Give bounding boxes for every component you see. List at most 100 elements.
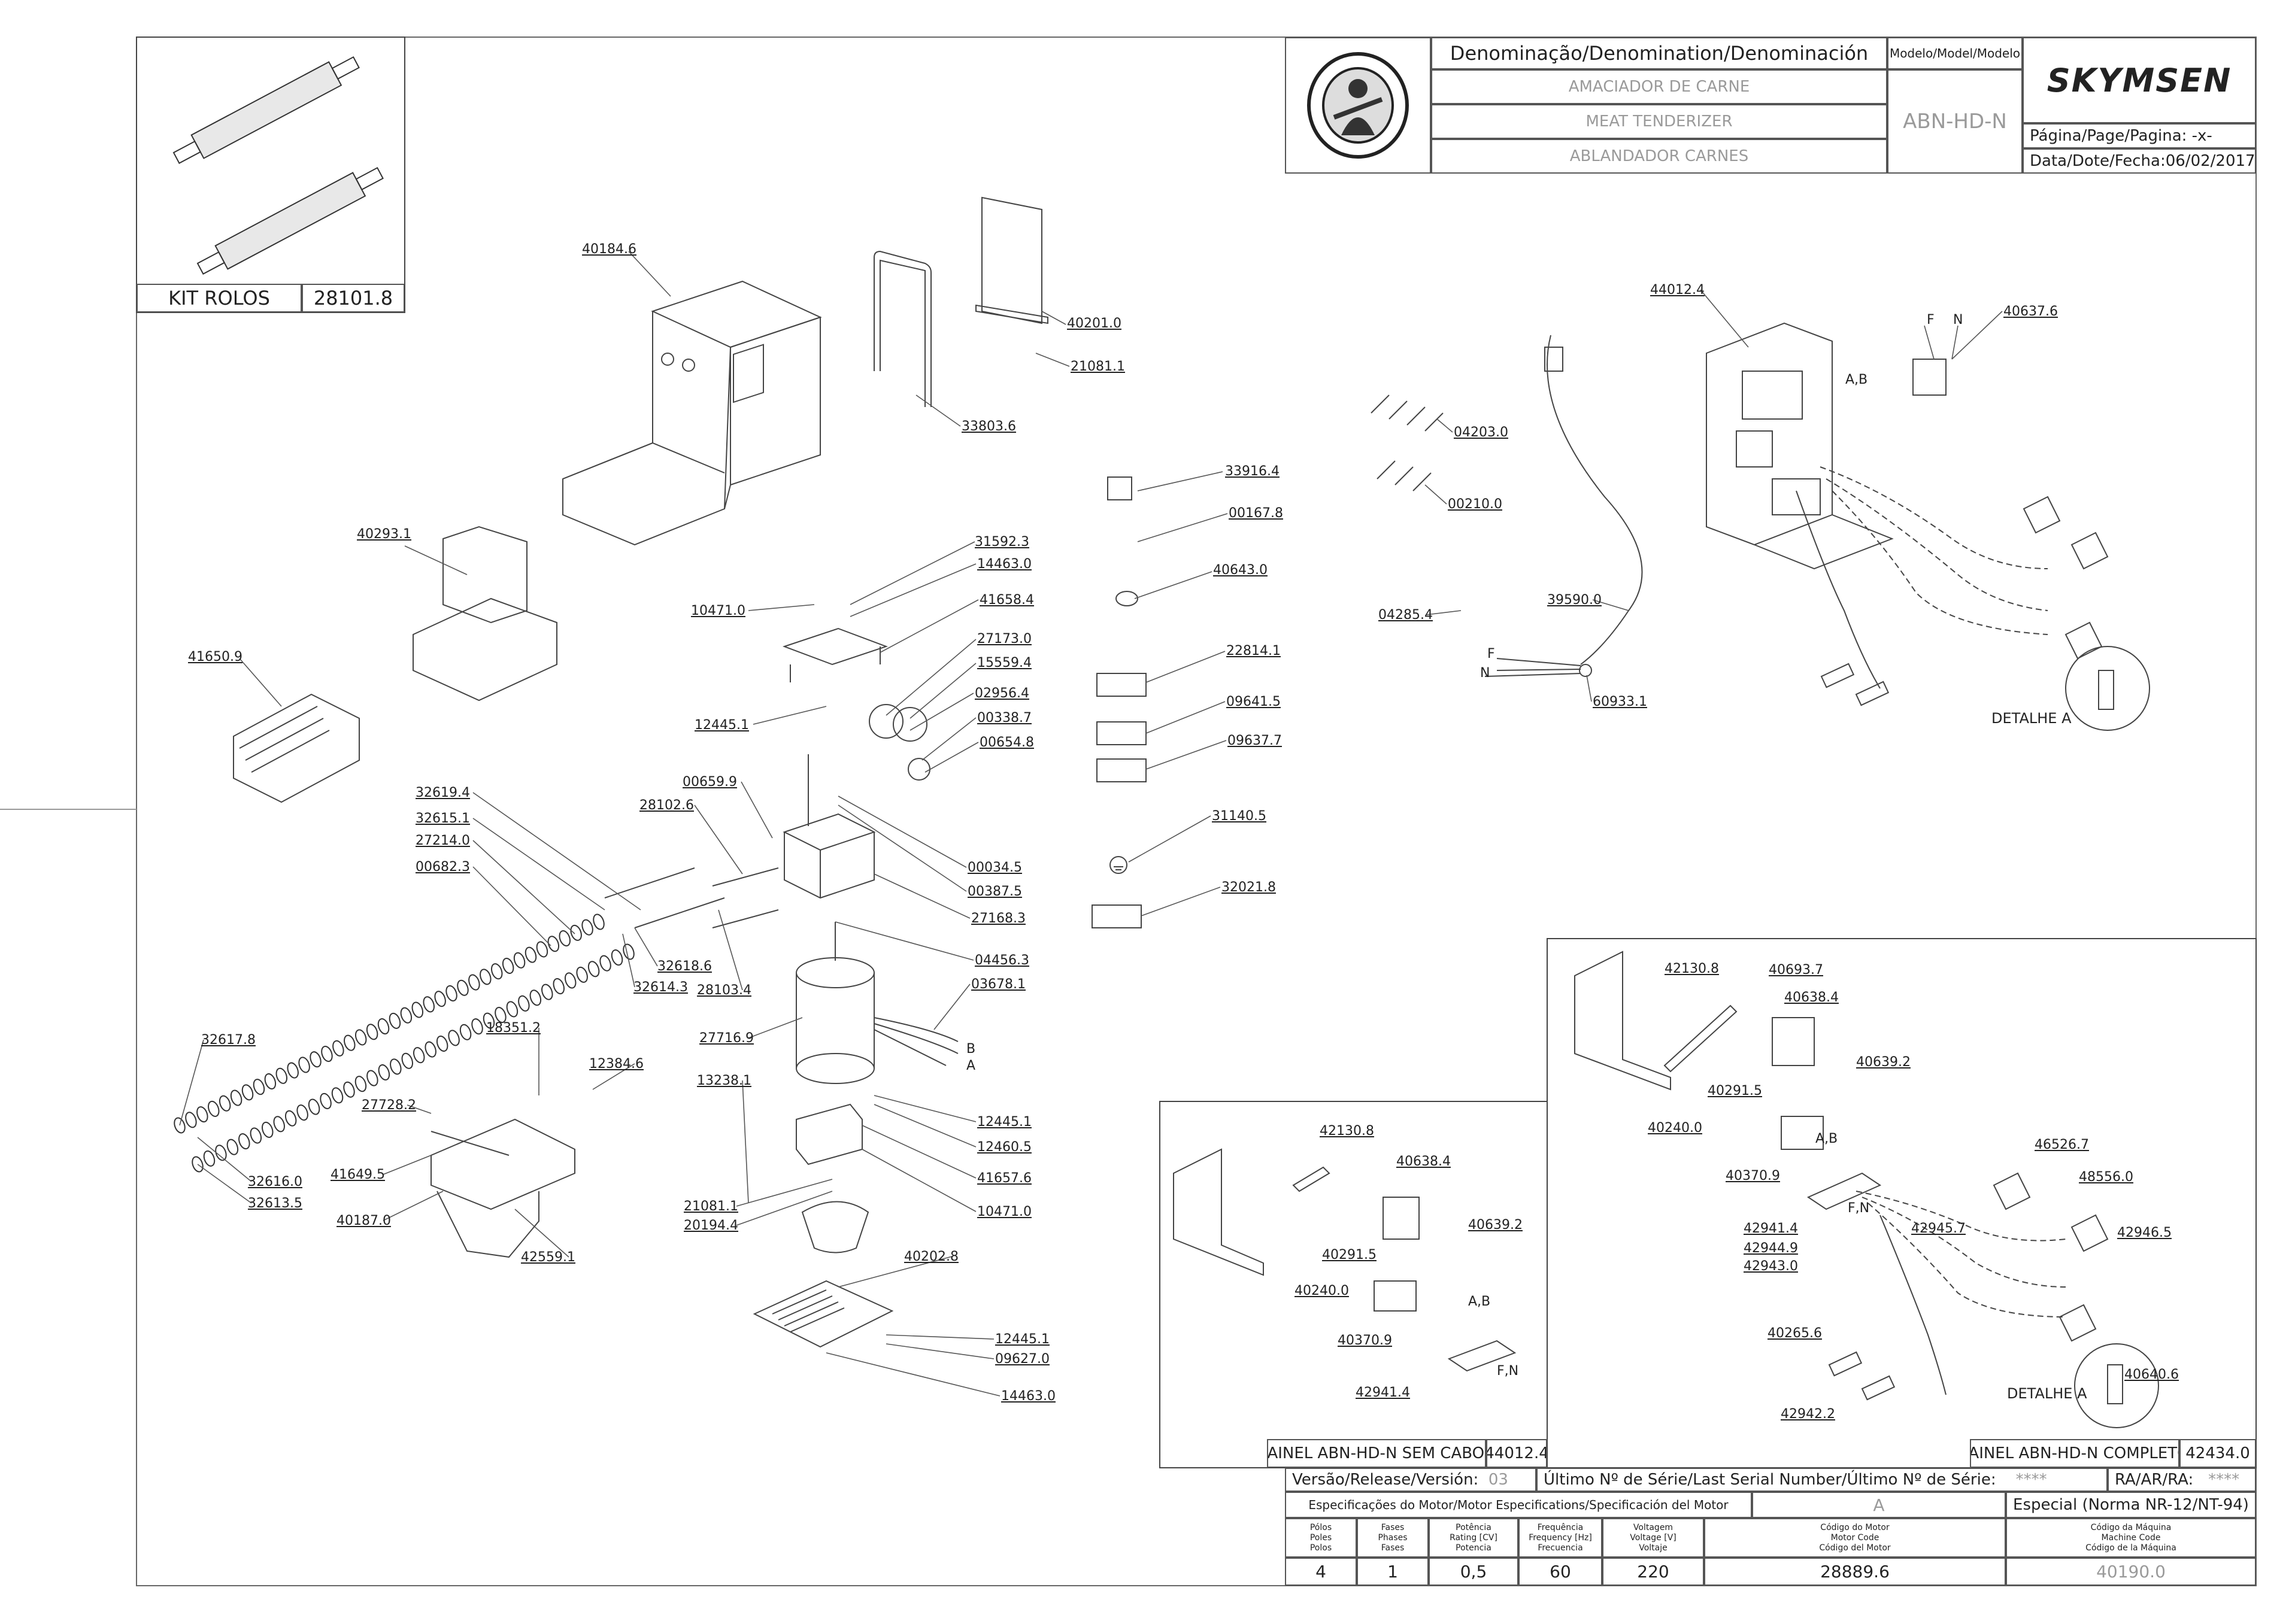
part-label: 02956.4 [975, 686, 1029, 701]
blade-disc [611, 949, 623, 966]
leader-line [838, 805, 967, 892]
motor-spec-value: 4 [1285, 1558, 1357, 1586]
blade-disc [593, 913, 605, 930]
part-label: 27214.0 [416, 833, 470, 848]
page-value: -x- [2191, 127, 2212, 145]
blade-disc [331, 1087, 344, 1104]
motor-spec-head-line: Poles [1309, 1532, 1332, 1543]
blade-disc [250, 1127, 262, 1144]
wire-label-n: N [1480, 666, 1490, 681]
blade-disc [226, 1139, 239, 1155]
part-label: 03678.1 [971, 977, 1026, 992]
blade-disc [490, 963, 503, 980]
panel-completo-part-label: 40640.6 [2124, 1367, 2179, 1382]
blade-disc [287, 1062, 299, 1079]
blade-disc [238, 1133, 250, 1150]
leader-line [874, 873, 971, 919]
leader-line [1134, 571, 1212, 599]
leader-line [736, 1191, 833, 1226]
revision-cell: A [1752, 1492, 2006, 1518]
panel-sem-cabos-part-label: 40638.4 [1396, 1154, 1451, 1169]
panel-completo-code: 42434.0 [2179, 1439, 2256, 1468]
part-label: 40187.0 [336, 1213, 391, 1228]
leader-line [838, 796, 967, 868]
motor-spec-head-line: Phases [1378, 1532, 1408, 1543]
leader-line [1137, 471, 1223, 491]
panel-completo-part-label: 40291.5 [1708, 1083, 1762, 1098]
name-pt: AMACIADOR DE CARNE [1431, 69, 1887, 104]
panel-completo-part-label: 42945.7 [1911, 1221, 1966, 1236]
panel-completo-part-label: 40370.9 [1726, 1168, 1780, 1183]
part-label: 09641.5 [1226, 694, 1281, 709]
part-label: 32619.4 [416, 785, 470, 800]
panel-sem-cabos-title: PAINEL ABN-HD-N SEM CABOS [1267, 1439, 1486, 1468]
panel-completo-part-label: 42946.5 [2117, 1225, 2172, 1240]
wire-label-f: F [1487, 646, 1495, 661]
part-label: 40201.0 [1067, 316, 1121, 331]
part-label: 22814.1 [1226, 643, 1281, 658]
blade-disc [264, 1073, 277, 1090]
detail-a-upper: DETALHE A [1991, 710, 2072, 727]
panel-sem-cabos-part-label: 40240.0 [1294, 1283, 1349, 1298]
part-label: 12445.1 [977, 1115, 1032, 1130]
motor-spec-value: 28889.6 [1704, 1558, 2006, 1586]
part-label: 00659.9 [683, 775, 737, 790]
blade-disc [354, 1029, 367, 1046]
motor-spec-head-line: Código del Motor [1819, 1543, 1891, 1553]
blade-disc [219, 1095, 231, 1112]
wire-label-fn-comp: F,N [1848, 1201, 1870, 1216]
version-label: Versão/Release/Versión: [1292, 1471, 1479, 1489]
blade-disc [434, 991, 446, 1007]
part-label: 27716.9 [699, 1031, 754, 1046]
panel-completo-part-label: 42942.2 [1781, 1407, 1835, 1422]
blade-disc [468, 974, 480, 991]
blade-disc [502, 957, 514, 975]
motor-spec-head-line: Polos [1309, 1543, 1332, 1553]
part-label: 27728.2 [362, 1098, 416, 1113]
part-label: 44012.4 [1650, 283, 1705, 298]
decal-09637 [1096, 758, 1147, 782]
motor-spec-head-line: Código do Motor [1820, 1522, 1890, 1532]
panel-completo-part-label: 40693.7 [1769, 963, 1823, 978]
panel-completo-part-label: 40240.0 [1648, 1121, 1702, 1136]
gearbox-housing [783, 754, 876, 899]
leader-line [622, 933, 635, 988]
leader-line [1141, 887, 1221, 916]
blade-disc [425, 1041, 436, 1058]
leader-line [404, 545, 468, 575]
leader-line [748, 1017, 803, 1039]
leader-line [1424, 484, 1447, 505]
blade-disc [185, 1112, 197, 1128]
blade-disc [284, 1110, 297, 1127]
decal-32021 [1092, 904, 1142, 928]
blade-disc [320, 1092, 332, 1109]
gear-icon [869, 704, 904, 739]
ra-value: **** [2208, 1471, 2240, 1489]
part-label: 12445.1 [695, 718, 749, 733]
leader-line [1586, 675, 1592, 702]
leader-line [472, 866, 551, 946]
leader-line [472, 840, 575, 934]
part-label: 32614.3 [633, 980, 688, 995]
leader-line [514, 1209, 569, 1258]
part-label: 28102.6 [639, 798, 694, 813]
part-label: 14463.0 [1001, 1389, 1056, 1404]
blade-disc [559, 930, 571, 947]
mounting-bracket [1173, 1148, 1264, 1276]
motor-spec-head-line: Machine Code [2101, 1532, 2161, 1543]
motor-spec-head-line: Potencia [1456, 1543, 1491, 1553]
leader-line [1592, 599, 1629, 611]
part-label: 14463.0 [977, 557, 1032, 572]
blade-disc [623, 943, 635, 960]
part-label: 00338.7 [977, 711, 1032, 726]
blade-disc [525, 946, 537, 963]
leader-line [915, 394, 961, 427]
blade-disc [192, 1156, 204, 1173]
leader-line [850, 541, 975, 605]
leader-line [472, 818, 605, 910]
part-label: 13238.1 [697, 1073, 751, 1088]
leader-line [628, 251, 671, 297]
leader-line [239, 658, 282, 707]
